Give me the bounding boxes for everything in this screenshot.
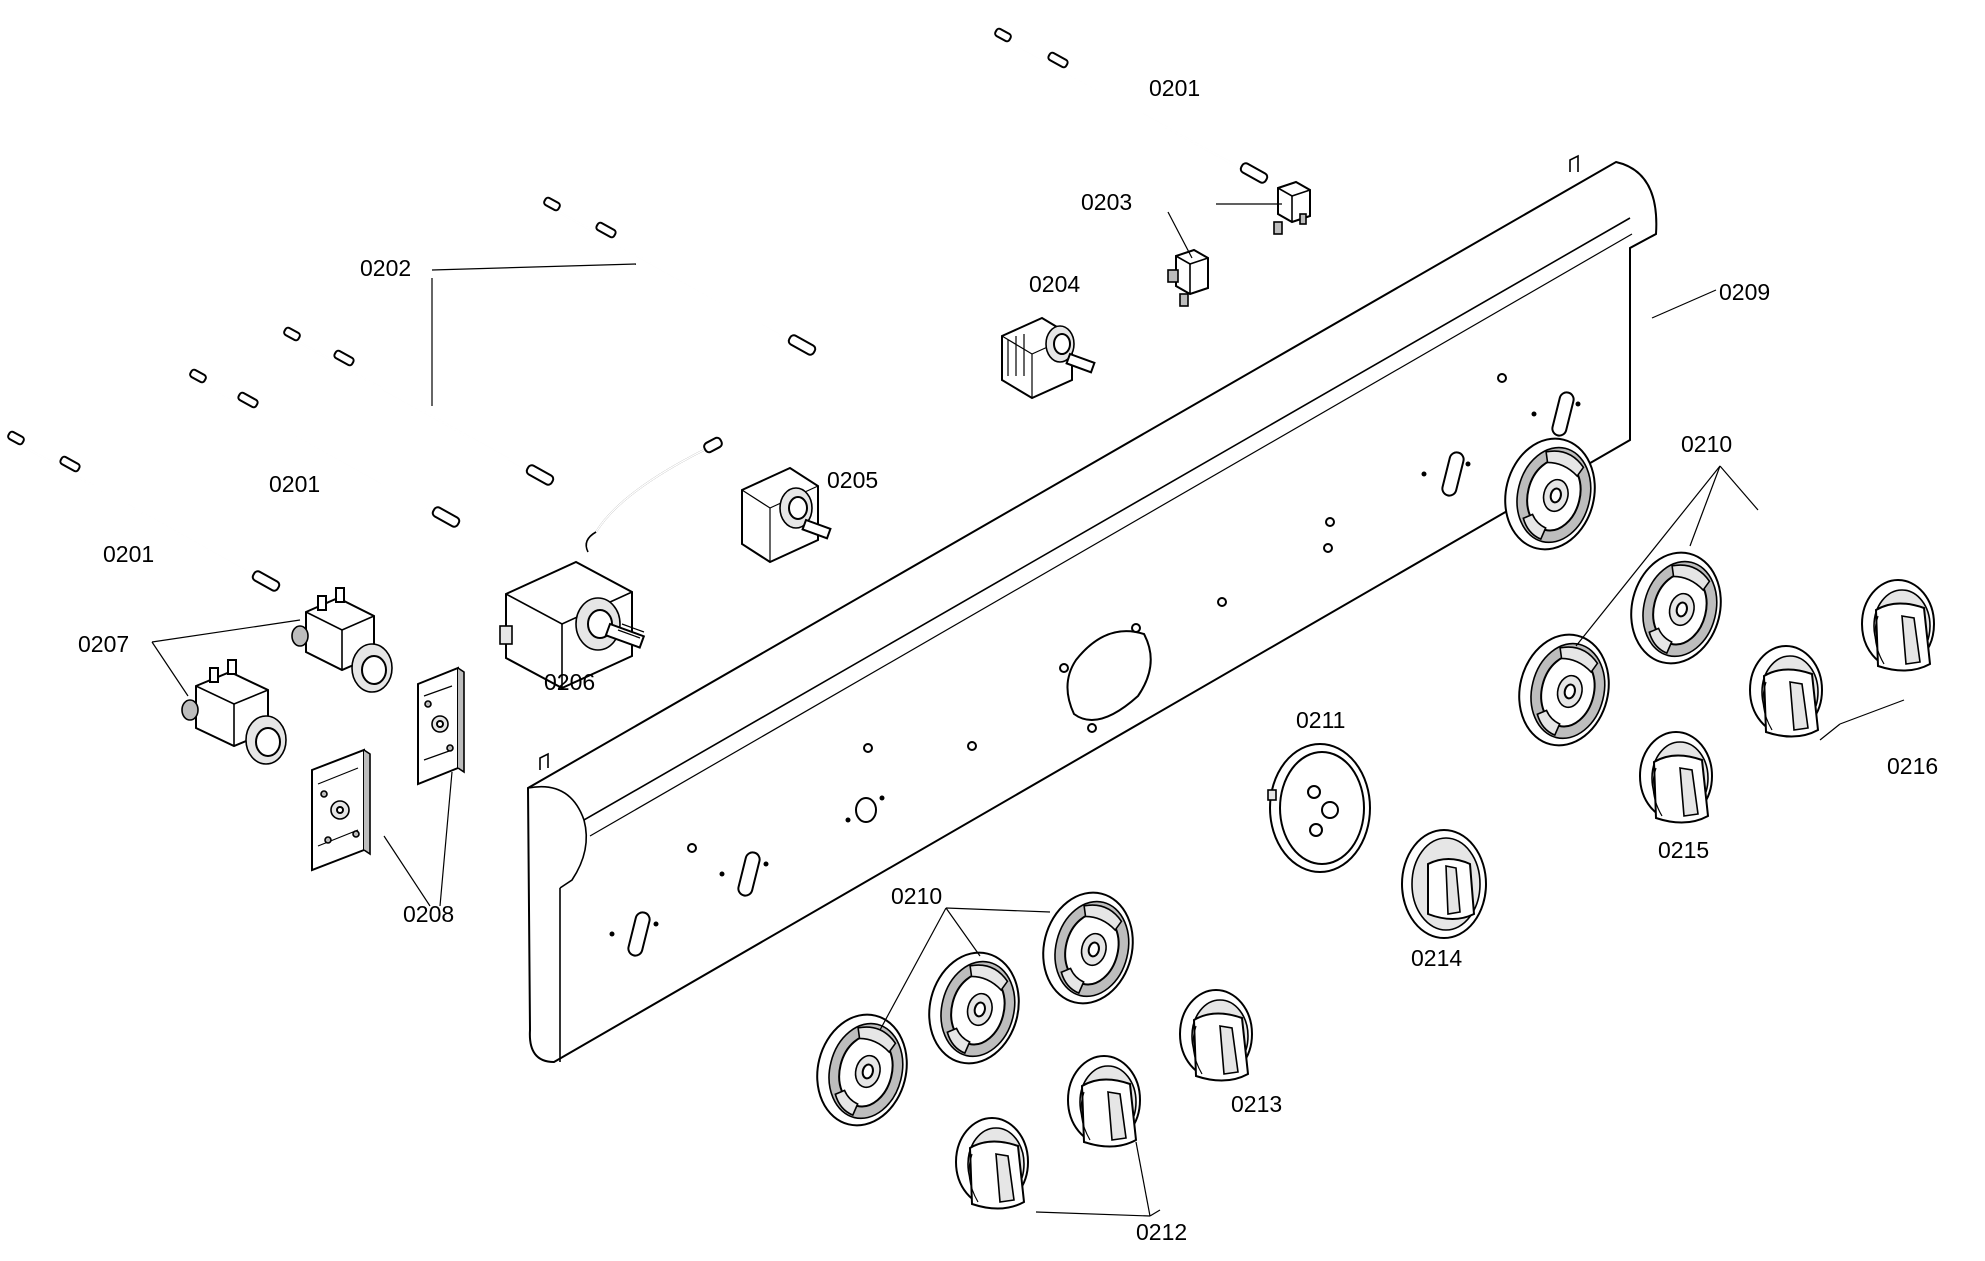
- label-0204: 0204: [1029, 271, 1080, 297]
- module-0208-upper: [417, 666, 465, 786]
- module-0208-lower: [311, 748, 371, 872]
- label-0206: 0206: [544, 669, 595, 695]
- label-0201-top: 0201: [1149, 75, 1200, 101]
- label-0203: 0203: [1081, 189, 1132, 215]
- wire-0202-upper: [543, 196, 817, 356]
- label-0216: 0216: [1887, 753, 1938, 779]
- label-0209: 0209: [1719, 279, 1770, 305]
- knob-0213: [1179, 989, 1253, 1082]
- ring-0210-l3: [804, 1004, 920, 1136]
- microswitch-0203-b: [1167, 248, 1209, 307]
- knob-0215: [1639, 731, 1713, 824]
- label-0202: 0202: [360, 255, 411, 281]
- bezel-0211: [1267, 743, 1371, 873]
- knob-0212-b: [955, 1117, 1029, 1210]
- wire-0201-mid: [189, 368, 461, 528]
- label-0205: 0205: [827, 467, 878, 493]
- label-0210-left: 0210: [891, 883, 942, 909]
- switch-0204: [1001, 316, 1096, 400]
- switch-0205: [741, 466, 832, 564]
- knob-0214: [1401, 829, 1487, 939]
- label-0208: 0208: [403, 901, 454, 927]
- leader-lines: [151, 203, 1905, 1217]
- ring-0210-r3: [1506, 624, 1622, 756]
- label-0210-right: 0210: [1681, 431, 1732, 457]
- ring-0210-l2: [916, 942, 1032, 1074]
- microswitch-0203-a: [1273, 180, 1311, 235]
- label-0214: 0214: [1411, 945, 1462, 971]
- valve-0207-upper: [291, 587, 393, 693]
- thermostat-0206: [499, 436, 723, 690]
- valve-0207-lower: [181, 659, 287, 765]
- ring-0210-r2: [1618, 542, 1734, 674]
- knob-0212-a: [1067, 1055, 1141, 1148]
- label-0207: 0207: [78, 631, 129, 657]
- label-0201-mid: 0201: [269, 471, 320, 497]
- knob-0216-b: [1749, 645, 1823, 738]
- control-panel-0209: [526, 154, 1658, 1064]
- wire-0201-left: [7, 430, 281, 592]
- label-0211: 0211: [1296, 707, 1345, 733]
- label-0212: 0212: [1136, 1219, 1187, 1245]
- label-0215: 0215: [1658, 837, 1709, 863]
- label-0213: 0213: [1231, 1091, 1282, 1117]
- wire-0201-top: [994, 27, 1269, 184]
- wire-0202-lower: [283, 326, 555, 486]
- knob-0216-a: [1861, 579, 1935, 672]
- label-0201-left: 0201: [103, 541, 154, 567]
- ring-0210-l1: [1030, 882, 1146, 1014]
